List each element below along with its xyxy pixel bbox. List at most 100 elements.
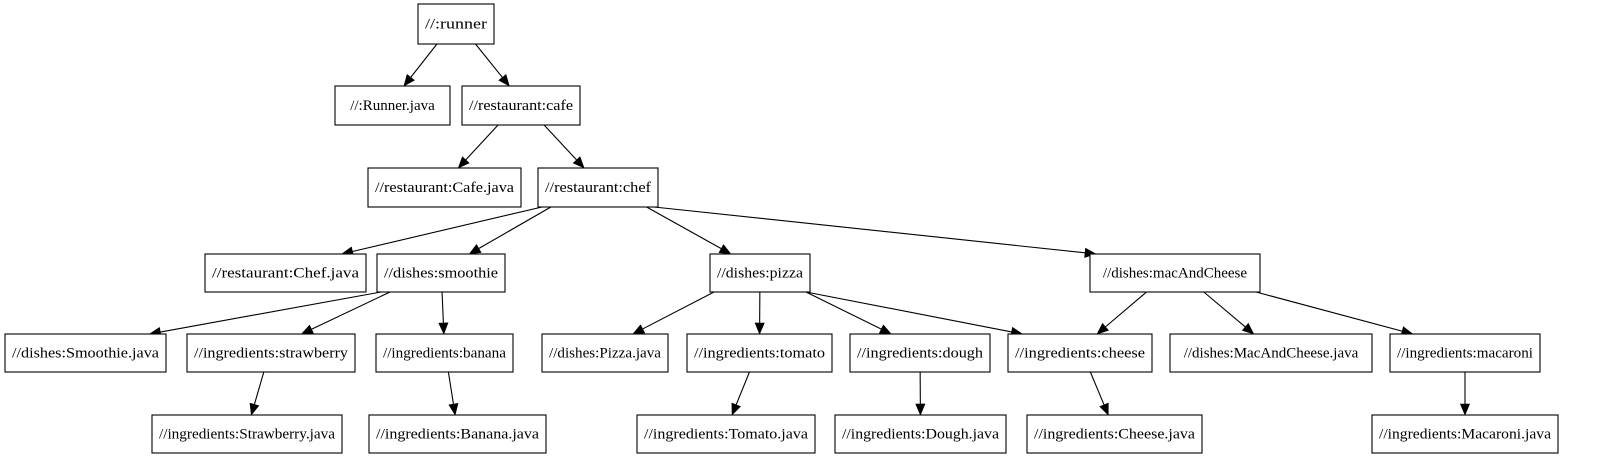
node-label: //ingredients:Tomato.java <box>644 426 808 442</box>
node-box[interactable] <box>375 333 514 373</box>
node-label: //ingredients:Dough.java <box>842 426 999 442</box>
node-runner[interactable]: //:runner <box>417 3 495 45</box>
arrowhead-icon <box>498 74 510 87</box>
arrowhead-icon <box>731 402 741 416</box>
node-restaurant-chef[interactable]: //restaurant:chef <box>537 167 659 208</box>
edge-line <box>410 43 438 78</box>
node-ing-banana-java[interactable]: //ingredients:Banana.java <box>368 414 547 454</box>
node-dishes-smoothie-java[interactable]: //dishes:Smoothie.java <box>4 333 167 373</box>
edge-restaurant-chef-to-dishes-pizza <box>646 206 732 255</box>
nodes-layer: //:runner //:Runner.java//restaurant:cafe… <box>4 3 1559 454</box>
node-box[interactable] <box>4 333 167 373</box>
node-dishes-pizza-java[interactable]: //dishes:Pizza.java <box>541 333 669 373</box>
node-box[interactable] <box>1169 333 1373 373</box>
node-box[interactable] <box>186 333 356 373</box>
node-ing-macaroni-java[interactable]: //ingredients:Macaroni.java <box>1371 414 1559 454</box>
node-box[interactable] <box>686 333 833 373</box>
node-box[interactable] <box>367 167 522 208</box>
arrowhead-icon <box>1099 402 1109 416</box>
node-restaurant-chef-java[interactable]: //restaurant:Chef.java <box>204 253 367 293</box>
arrowhead-icon <box>1096 322 1109 335</box>
node-label: //ingredients:strawberry <box>194 345 349 361</box>
node-ing-tomato[interactable]: //ingredients:tomato <box>686 333 833 373</box>
node-box[interactable] <box>368 414 547 454</box>
arrowhead-icon <box>448 403 459 416</box>
edge-dishes-pizza-to-ing-dough <box>805 291 892 335</box>
node-box[interactable] <box>417 3 495 45</box>
node-runner-java[interactable]: //:Runner.java <box>334 85 451 126</box>
edge-ing-cheese-to-ing-cheese-java <box>1089 371 1109 416</box>
edge-restaurant-chef-to-dishes-smoothie <box>468 206 552 255</box>
edge-line <box>478 206 552 249</box>
edge-line <box>735 371 750 406</box>
node-dishes-smoothie[interactable]: //dishes:smoothie <box>376 253 506 293</box>
node-label: //ingredients:dough <box>857 345 984 361</box>
node-restaurant-cafe[interactable]: //restaurant:cafe <box>461 85 581 126</box>
edge-line <box>805 291 882 330</box>
edge-line <box>805 291 1012 333</box>
edge-dishes-macandcheese-to-dishes-mac-java <box>1203 291 1255 335</box>
edge-dishes-smoothie-to-ing-banana <box>438 291 449 335</box>
edge-dishes-pizza-to-dishes-pizza-java <box>632 291 715 335</box>
arrowhead-icon <box>403 73 415 87</box>
edge-ing-tomato-to-ing-tomato-java <box>731 371 750 416</box>
node-label: //restaurant:Cafe.java <box>375 180 514 196</box>
node-label: //dishes:pizza <box>717 265 803 281</box>
node-box[interactable] <box>151 414 343 454</box>
node-label: //ingredients:Macaroni.java <box>1379 426 1551 442</box>
edge-restaurant-chef-to-restaurant-chef-java <box>340 206 543 257</box>
edge-line <box>1203 291 1246 328</box>
node-box[interactable] <box>537 167 659 208</box>
node-label: //restaurant:chef <box>545 180 651 196</box>
edge-line <box>653 206 1086 254</box>
node-label: //ingredients:cheese <box>1015 345 1145 361</box>
node-box[interactable] <box>1371 414 1559 454</box>
edge-runner-to-restaurant-cafe <box>475 43 510 87</box>
node-label: //dishes:Smoothie.java <box>12 345 159 361</box>
node-ing-macaroni[interactable]: //ingredients:macaroni <box>1389 333 1541 373</box>
edge-dishes-smoothie-to-dishes-smoothie-java <box>148 291 382 337</box>
node-box[interactable] <box>334 85 451 126</box>
node-ing-tomato-java[interactable]: //ingredients:Tomato.java <box>636 414 816 454</box>
arrowhead-icon <box>300 324 314 335</box>
node-ing-cheese-java[interactable]: //ingredients:Cheese.java <box>1026 414 1203 454</box>
node-ing-dough[interactable]: //ingredients:dough <box>849 333 991 373</box>
edge-ing-banana-to-ing-banana-java <box>447 371 459 416</box>
node-box[interactable] <box>636 414 816 454</box>
node-dishes-pizza[interactable]: //dishes:pizza <box>709 253 811 293</box>
node-dishes-mac-java[interactable]: //dishes:MacAndCheese.java <box>1169 333 1373 373</box>
node-box[interactable] <box>376 253 506 293</box>
edge-line <box>352 206 543 253</box>
node-box[interactable] <box>461 85 581 126</box>
edge-restaurant-cafe-to-restaurant-chef <box>543 124 585 169</box>
node-box[interactable] <box>1089 253 1261 293</box>
edge-runner-to-runner-java <box>403 43 438 87</box>
node-ing-strawberry-java[interactable]: //ingredients:Strawberry.java <box>151 414 343 454</box>
node-ing-banana[interactable]: //ingredients:banana <box>375 333 514 373</box>
node-box[interactable] <box>834 414 1007 454</box>
arrowhead-icon <box>457 156 470 169</box>
arrowhead-icon <box>572 156 585 169</box>
node-label: //ingredients:macaroni <box>1397 345 1533 361</box>
node-box[interactable] <box>1026 414 1203 454</box>
node-label: //ingredients:Cheese.java <box>1034 426 1195 442</box>
node-label: //ingredients:tomato <box>694 345 825 361</box>
node-ing-strawberry[interactable]: //ingredients:strawberry <box>186 333 356 373</box>
node-label: //ingredients:Banana.java <box>376 426 539 442</box>
node-box[interactable] <box>204 253 367 293</box>
node-box[interactable] <box>849 333 991 373</box>
node-label: //:runner <box>425 16 487 32</box>
arrowhead-icon <box>468 243 482 255</box>
node-box[interactable] <box>541 333 669 373</box>
node-label: //dishes:macAndCheese <box>1103 265 1247 281</box>
node-restaurant-cafe-java[interactable]: //restaurant:Cafe.java <box>367 167 522 208</box>
node-box[interactable] <box>1389 333 1541 373</box>
node-ing-dough-java[interactable]: //ingredients:Dough.java <box>834 414 1007 454</box>
node-box[interactable] <box>1007 333 1153 373</box>
arrowhead-icon <box>1241 322 1255 335</box>
edge-line <box>160 291 382 333</box>
node-ing-cheese[interactable]: //ingredients:cheese <box>1007 333 1153 373</box>
node-dishes-macandcheese[interactable]: //dishes:macAndCheese <box>1089 253 1261 293</box>
node-box[interactable] <box>709 253 811 293</box>
